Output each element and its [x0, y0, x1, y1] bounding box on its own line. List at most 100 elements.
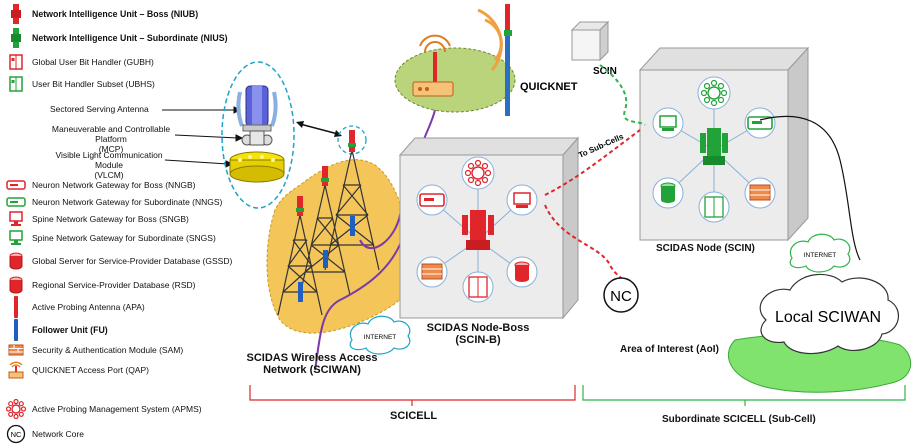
to-subcells-label: To Sub-Cells: [577, 132, 625, 160]
green-database-icon: [4, 275, 28, 295]
legend-label: Security & Authentication Module (SAM): [32, 345, 184, 355]
link-to-subcells: [544, 129, 641, 196]
red-router-icon: [4, 175, 28, 195]
follower-units: [298, 216, 355, 302]
link-to-nc: [544, 204, 623, 281]
legend-label: Global User Bit Handler (GUBH): [32, 57, 154, 67]
detail-link-arrow: [299, 123, 339, 135]
scicell-label: SCICELL: [390, 410, 438, 422]
green-bit-handler-icon: [4, 74, 28, 94]
green-unit-icon: [4, 28, 28, 48]
sam-callout-label: Sectored Serving Antenna: [50, 104, 149, 114]
blue-follower-icon: [4, 319, 28, 341]
vlcm-callout-label: Visible Light Communication Module (VLCM…: [44, 150, 174, 180]
internet-cloud-left: [349, 315, 411, 355]
legend-item-rsd: Regional Service-Provider Database (RSD): [4, 275, 195, 295]
red-database-icon: [4, 251, 28, 271]
scin-b-router: [416, 184, 448, 216]
apms-icon: [4, 399, 28, 419]
scin-icons: [652, 76, 776, 223]
legend-item-sngs: Spine Network Gateway for Subordinate (S…: [4, 228, 216, 248]
scin-top-box: [570, 20, 610, 62]
legend-item-apa: Active Probing Antenna (APA): [4, 296, 145, 318]
legend-label: QUICKNET Access Port (QAP): [32, 365, 149, 375]
legend-item-fu: Follower Unit (FU): [4, 319, 108, 341]
quicknet-label: QUICKNET: [520, 81, 578, 93]
legend-item-nngs: Neuron Network Gateway for Subordinate (…: [4, 192, 222, 212]
legend-item-gubh: Global User Bit Handler (GUBH): [4, 52, 154, 72]
subcell-label: Subordinate SCICELL (Sub-Cell): [662, 414, 816, 425]
maneuverable-platform: [241, 124, 273, 146]
lattice-towers: [277, 149, 380, 316]
antenna-callout-lines: [162, 106, 244, 168]
scin-b-label: SCIDAS Node-Boss (SCIN-B): [408, 322, 548, 346]
mcp-callout-line1: Maneuverable and Controllable Platform: [51, 124, 171, 144]
legend-item-ubhs: User Bit Handler Subset (UBHS): [4, 74, 155, 94]
legend-label: Network Core: [32, 429, 84, 439]
scin-b-icons: [416, 156, 538, 303]
subcell-bracket: [582, 385, 906, 401]
legend-label: Global Server for Service-Provider Datab…: [32, 256, 233, 266]
sciwan-label-line2: Network (SCIWAN): [263, 364, 361, 376]
red-computer-icon: [4, 209, 28, 229]
internet-cloud-right: [789, 233, 851, 273]
legend-label: User Bit Handler Subset (UBHS): [32, 79, 155, 89]
legend-label: Spine Network Gateway for Boss (SNGB): [32, 214, 189, 224]
legend-item-nius: Network Intelligence Unit – Subordinate …: [4, 28, 228, 48]
vlcm-callout-line2: (VLCM): [94, 170, 124, 180]
legend-label: Neuron Network Gateway for Boss (NNGB): [32, 180, 196, 190]
vlc-module: [229, 151, 285, 183]
scin-node-label: SCIDAS Node (SCIN): [656, 243, 755, 254]
scin-top-label: SCIN: [593, 66, 617, 77]
sectored-serving-antenna: [236, 85, 278, 127]
legend-label: Active Probing Antenna (APA): [32, 302, 145, 312]
quicknet-access-port: [412, 34, 454, 97]
legend-item-apms: Active Probing Management System (APMS): [4, 399, 202, 419]
tower-top-highlight: [337, 125, 367, 155]
red-antenna-bar-icon: [4, 296, 28, 318]
network-core-icon: [603, 277, 639, 313]
legend-label: Regional Service-Provider Database (RSD): [32, 280, 196, 290]
legend-label: Neuron Network Gateway for Subordinate (…: [32, 197, 223, 207]
legend-label: Follower Unit (FU): [32, 325, 108, 335]
legend-item-sngb: Spine Network Gateway for Boss (SNGB): [4, 209, 189, 229]
green-router-icon: [4, 192, 28, 212]
legend-item-qap: QUICKNET Access Port (QAP): [4, 360, 149, 380]
access-port-icon: [4, 360, 28, 380]
scin-cable: [759, 115, 861, 261]
internet-left-label: INTERNET: [364, 334, 397, 341]
red-unit-icon: [4, 4, 28, 24]
local-sciwan-label: Local SCIWAN: [775, 309, 881, 326]
sciwan-area: [266, 159, 421, 334]
legend-item-gssd: Global Server for Service-Provider Datab…: [4, 251, 232, 271]
legend-label: Spine Network Gateway for Subordinate (S…: [32, 233, 216, 243]
nc-label: NC: [610, 288, 632, 305]
legend-label: Network Intelligence Unit – Boss (NIUB): [32, 9, 199, 19]
scin-b-label-line2: (SCIN-B): [455, 334, 501, 346]
network-core-icon: NC: [4, 424, 28, 444]
legend-item-sam: Security & Authentication Module (SAM): [4, 340, 183, 360]
legend-item-nngb: Neuron Network Gateway for Boss (NNGB): [4, 175, 195, 195]
scin-b-label-line1: SCIDAS Node-Boss: [426, 322, 530, 334]
aoi-label: Area of Interest (AoI): [620, 344, 719, 355]
sciwan-label: SCIDAS Wireless Access Network (SCIWAN): [232, 352, 392, 376]
legend-item-nc: NC Network Core: [4, 424, 84, 444]
legend-label: Active Probing Management System (APMS): [32, 404, 202, 414]
red-bit-handler-icon: [4, 52, 28, 72]
antenna-detail-ellipse: [221, 61, 295, 209]
vlcm-callout-line1: Visible Light Communication Module: [55, 150, 163, 170]
sciwan-label-line1: SCIDAS Wireless Access: [246, 352, 378, 364]
mcp-callout-label: Maneuverable and Controllable Platform (…: [46, 124, 176, 154]
legend-panel: Network Intelligence Unit – Boss (NIUB) …: [0, 0, 232, 446]
scicell-bracket: [249, 385, 576, 401]
green-computer-icon: [4, 228, 28, 248]
mcp-callout-line2: (MCP): [98, 144, 124, 154]
firewall-icon: [4, 340, 28, 360]
legend-label: Network Intelligence Unit – Subordinate …: [32, 33, 228, 43]
tower-tips: [296, 130, 356, 216]
quicknet-tower: [477, 4, 512, 116]
nc-icon-text: NC: [11, 430, 22, 439]
local-sciwan-cloud: [759, 273, 899, 355]
legend-item-niub: Network Intelligence Unit – Boss (NIUB): [4, 4, 198, 24]
